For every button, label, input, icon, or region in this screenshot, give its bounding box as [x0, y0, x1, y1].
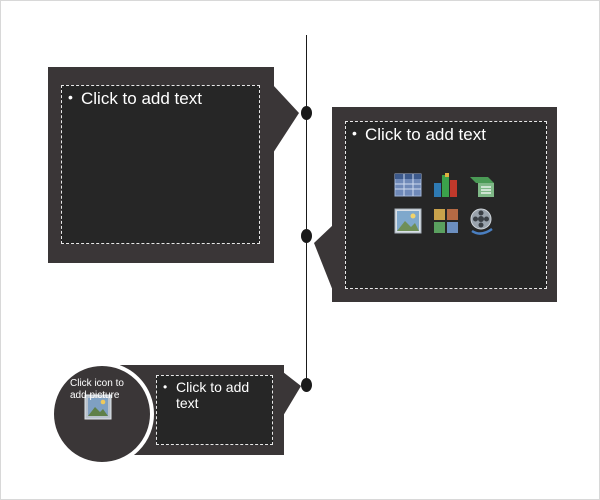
- text-placeholder-bottom[interactable]: [156, 375, 273, 445]
- picture-placeholder-text: Click icon to add picture: [70, 378, 124, 401]
- smartart-icon[interactable]: [468, 171, 496, 199]
- clip-art-icon[interactable]: [432, 207, 460, 235]
- table-icon[interactable]: [394, 171, 422, 199]
- placeholder-text: Click to add text: [365, 125, 486, 144]
- callout-bottom-pointer: [283, 372, 301, 416]
- bullet: •: [163, 380, 168, 394]
- placeholder-text: Click to add text: [176, 379, 250, 411]
- timeline-line: [306, 35, 307, 390]
- insert-content-icons: [394, 171, 498, 241]
- content-placeholder-right[interactable]: [345, 121, 547, 289]
- picture-icon[interactable]: [394, 207, 422, 235]
- callout-top-left-pointer: [273, 85, 299, 153]
- placeholder-text: Click to add text: [81, 89, 202, 108]
- text-placeholder-top-left[interactable]: [61, 85, 260, 244]
- bullet: •: [68, 89, 73, 105]
- picture-icon[interactable]: [84, 394, 112, 420]
- chart-icon[interactable]: [432, 171, 460, 199]
- media-icon[interactable]: [468, 207, 496, 235]
- callout-right-pointer: [314, 225, 333, 291]
- timeline-marker-3[interactable]: [301, 378, 312, 392]
- timeline-marker-2[interactable]: [301, 229, 312, 243]
- bullet: •: [352, 125, 357, 141]
- timeline-marker-1[interactable]: [301, 106, 312, 120]
